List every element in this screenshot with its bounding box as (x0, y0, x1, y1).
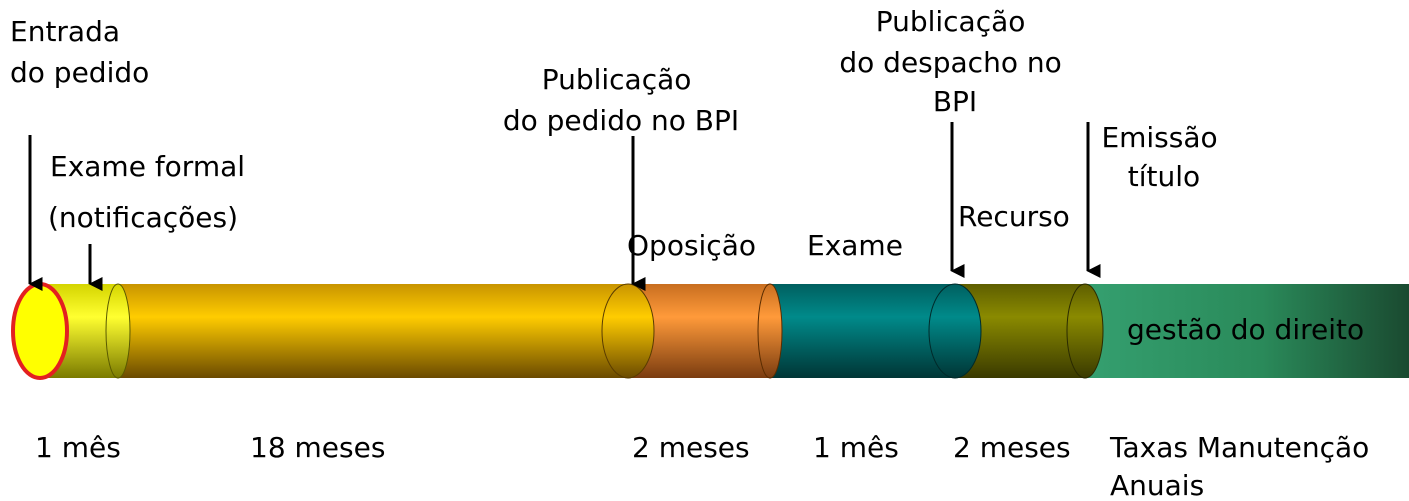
duration-taxas-line: Anuais (1110, 469, 1204, 501)
phase-oposicao: Oposição (627, 229, 756, 262)
label-publicacao-despacho: Publicação do despacho no BPI (839, 5, 1070, 118)
label-publicacao-despacho-line: do despacho no (839, 46, 1061, 79)
start-cap (11, 282, 69, 380)
duration-18-meses: 18 meses (250, 431, 385, 464)
label-exame-formal: Exame formal (notificações) (48, 150, 254, 234)
phase-recurso: Recurso (958, 200, 1070, 233)
label-publicacao-pedido: Publicação do pedido no BPI (503, 63, 739, 137)
duration-2-meses: 2 meses (632, 431, 750, 464)
cylinder-segment-oposicao (628, 283, 783, 379)
label-publicacao-pedido-line: do pedido no BPI (503, 104, 739, 137)
label-emissao-line: Emissão (1101, 121, 1217, 154)
label-entrada: Entrada do pedido (10, 15, 149, 89)
duration-1-mes: 1 mês (35, 431, 121, 464)
cylinder-segment-18-meses (118, 283, 655, 379)
label-exame-formal-line: Exame formal (50, 150, 245, 183)
duration-taxas: Taxas Manutenção Anuais (1109, 431, 1378, 501)
phase-exame: Exame (807, 229, 903, 262)
label-entrada-line: Entrada (10, 15, 120, 48)
label-entrada-line: do pedido (10, 56, 149, 89)
duration-1-mes-exame: 1 mês (813, 431, 899, 464)
cylinder-segment-recurso (955, 283, 1104, 379)
duration-2-meses-recurso: 2 meses (953, 431, 1071, 464)
gestao-band (1082, 284, 1409, 378)
phase-gestao: gestão do direito (1127, 313, 1364, 346)
duration-taxas-line: Taxas Manutenção (1109, 431, 1369, 464)
label-emissao-line: título (1128, 160, 1200, 193)
label-publicacao-pedido-line: Publicação (542, 63, 692, 96)
cylinder-segment-exame (770, 283, 982, 379)
label-publicacao-despacho-line: BPI (933, 85, 977, 118)
label-emissao: Emissão título (1101, 121, 1226, 193)
label-publicacao-despacho-line: Publicação (876, 5, 1026, 38)
label-exame-formal-line: (notificações) (48, 201, 238, 234)
